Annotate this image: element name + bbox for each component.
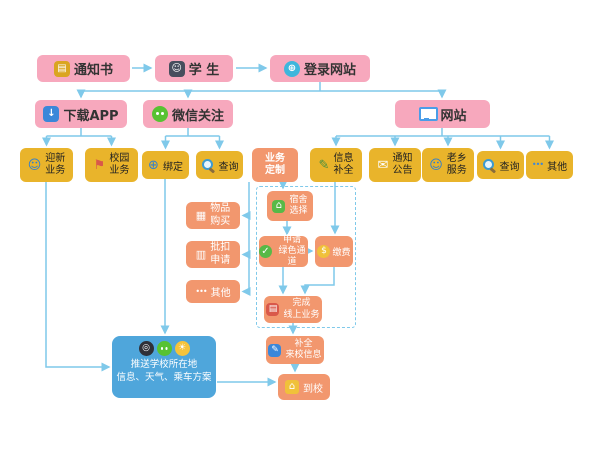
node-bind: ⊕ 绑定 — [142, 151, 189, 179]
node-batch-deduction: ▥ 批扣申请 — [186, 241, 240, 268]
other-mid-label: 其他 — [210, 288, 231, 299]
weather-sun-icon: ☀ — [174, 341, 190, 356]
node-student: ☺ 学 生 — [155, 55, 233, 82]
ellipsis-icon: ••• — [195, 286, 207, 296]
other-site-label: 其他 — [547, 161, 568, 173]
node-other-site: ••• 其他 — [526, 151, 573, 179]
node-business-custom: 业务定制 — [252, 148, 298, 182]
globe-icon: ⊕ — [283, 60, 300, 77]
wechat-follow-label: 微信关注 — [171, 108, 224, 124]
node-wechat-follow: 微信关注 — [143, 100, 233, 128]
pay-fee-label: 缴费 — [332, 248, 351, 258]
node-campus-service: ⚑ 校园业务 — [85, 148, 138, 182]
online-business-group — [256, 186, 356, 328]
push-info-label: 推送学校所在地 — [130, 359, 198, 370]
business-custom-label: 业务 — [265, 152, 285, 164]
item-purchase-label: 物品 — [210, 203, 231, 214]
fill-arrival-label: 补全 — [294, 338, 313, 349]
push-icons-row: ◎ ☀ — [138, 341, 190, 356]
monitor-icon — [418, 106, 439, 122]
announcements-label: 通知 — [392, 152, 413, 164]
node-green-channel: ✓ 申请绿色通道 — [259, 234, 308, 267]
node-item-purchase: ▦ 物品购买 — [186, 202, 240, 229]
wechat-icon — [151, 106, 168, 122]
download-app-icon: ↓ — [43, 106, 60, 122]
announcement-icon: ✉ — [377, 157, 389, 173]
node-hometown-service: ☺ 老乡服务 — [422, 148, 474, 182]
arrive-school-label: 到校 — [303, 383, 323, 395]
search-icon — [201, 158, 215, 172]
books-icon: ▤ — [266, 303, 280, 316]
door-icon: ⌂ — [272, 199, 286, 213]
node-pay-fee: $ 缴费 — [315, 236, 353, 267]
node-query-wechat: 查询 — [196, 151, 243, 179]
bind-label: 绑定 — [162, 161, 183, 173]
pencil-icon: ✎ — [318, 157, 330, 173]
node-announcements: ✉ 通知公告 — [369, 148, 421, 182]
school-building-icon: ⌂ — [285, 380, 299, 394]
node-other-mid: ••• 其他 — [186, 280, 240, 303]
node-dorm-select: ⌂ 宿舍选择 — [267, 191, 313, 221]
cart-icon: ▦ — [195, 209, 207, 222]
node-notice-letter: ▤ 通知书 — [37, 55, 130, 82]
form-icon: ▥ — [195, 248, 207, 261]
welcome-label: 迎新 — [45, 152, 66, 164]
finish-online-label: 完成 — [292, 298, 311, 309]
website-label: 网站 — [440, 108, 467, 124]
node-login-website: ⊕ 登录网站 — [270, 55, 370, 82]
node-finish-online: ▤ 完成线上业务 — [264, 296, 322, 323]
student-icon: ☺ — [168, 60, 185, 77]
weibo-icon: ◎ — [138, 341, 154, 356]
notice-icon: ▤ — [53, 60, 70, 77]
node-download-app: ↓ 下载APP — [35, 100, 127, 128]
batch-deduction-label: 批扣 — [210, 242, 231, 253]
node-welcome-service: ☺ 迎新业务 — [20, 148, 73, 182]
student-label: 学 生 — [188, 63, 220, 78]
node-query-site: 查询 — [477, 151, 524, 179]
node-fill-arrival-info: ✎ 补全来校信息 — [266, 336, 324, 364]
download-app-label: 下载APP — [63, 108, 119, 124]
hometown-label: 老乡 — [446, 152, 467, 164]
pencil-icon: ✎ — [268, 343, 282, 357]
notice-label: 通知书 — [73, 63, 113, 78]
ellipsis-icon: ••• — [531, 160, 544, 169]
welcome-people-icon: ☺ — [27, 157, 42, 173]
search-icon — [482, 158, 496, 172]
campus-flag-icon: ⚑ — [93, 157, 106, 173]
hometown-people-icon: ☺ — [429, 157, 443, 173]
wechat-icon — [156, 341, 172, 356]
query-site-label: 查询 — [499, 161, 520, 173]
bind-globe-icon: ⊕ — [148, 157, 159, 173]
node-info-complete: ✎ 信息补全 — [310, 148, 362, 182]
campus-label: 校园 — [109, 152, 130, 164]
login-label: 登录网站 — [303, 63, 356, 78]
green-channel-icon: ✓ — [259, 245, 272, 258]
query-wechat-label: 查询 — [218, 161, 239, 173]
node-push-info: ◎ ☀ 推送学校所在地信息、天气、乘车方案 — [112, 336, 216, 398]
green-channel-label: 申请 — [282, 234, 301, 245]
dorm-select-label: 宿舍 — [289, 194, 308, 205]
node-website: 网站 — [395, 100, 490, 128]
node-arrive-school: ⌂ 到校 — [278, 374, 330, 400]
money-bag-icon: $ — [317, 245, 331, 258]
info-complete-label: 信息 — [333, 152, 354, 164]
